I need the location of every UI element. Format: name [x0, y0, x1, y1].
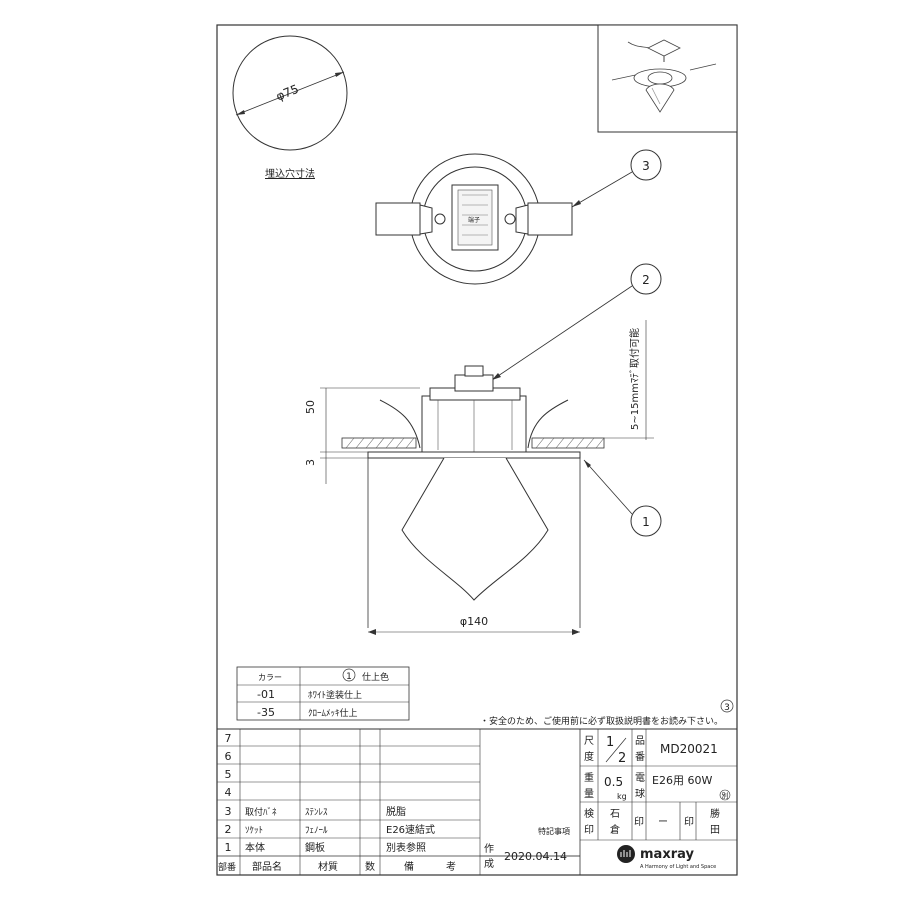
color-code: -35: [257, 706, 275, 719]
part-material: ｽﾃﾝﾚｽ: [305, 807, 328, 818]
svg-text:2: 2: [642, 273, 650, 287]
svg-text:3: 3: [225, 805, 232, 818]
callout-2: 2: [491, 263, 662, 381]
title-block: 特記事項 尺 度 1 2 品 番 MD20021 重 量 0.5 kg 電 球 …: [480, 729, 737, 875]
svg-text:田: 田: [710, 825, 720, 836]
lamp-value: E26用 60W: [652, 774, 712, 787]
svg-text:度: 度: [584, 750, 594, 763]
svg-text:印: 印: [684, 816, 694, 828]
svg-text:3: 3: [724, 703, 730, 713]
width-dimension: φ140: [460, 615, 488, 628]
svg-text:石: 石: [610, 809, 620, 820]
svg-text:部品名: 部品名: [252, 860, 282, 873]
svg-text:印: 印: [584, 824, 594, 836]
note-text: ・安全のため、ご使用前に必ず取扱説明書をお読み下さい。: [480, 715, 723, 727]
svg-text:1: 1: [346, 672, 352, 682]
svg-text:作: 作: [484, 843, 494, 855]
svg-text:尺: 尺: [584, 735, 594, 747]
color-code: -01: [257, 688, 275, 701]
svg-text:検: 検: [584, 807, 594, 820]
cutout-view: φ75 埋込穴寸法: [232, 35, 348, 180]
svg-text:成: 成: [484, 858, 494, 870]
color-finish: ﾎﾜｲﾄ塗装仕上: [308, 689, 362, 701]
color-finish: ｸﾛｰﾑﾒｯｷ仕上: [308, 707, 358, 719]
svg-text:品: 品: [635, 735, 645, 747]
side-view: 50 3 5~15mmﾏﾃﾞ取付可能 φ140: [304, 320, 654, 635]
maxray-logo: maxray A Harmony of Light and Space: [617, 845, 716, 870]
safety-note: 3 ・安全のため、ご使用前に必ず取扱説明書をお読み下さい。: [480, 699, 734, 727]
svg-text:kg: kg: [617, 792, 627, 801]
svg-text:備: 備: [404, 860, 414, 873]
svg-text:3: 3: [642, 159, 650, 173]
scale-denominator: 2: [618, 751, 626, 766]
part-material: ﾌｪﾉｰﾙ: [305, 826, 328, 836]
svg-text:別: 別: [722, 791, 729, 800]
drawing-date: 2020.04.14: [504, 850, 567, 863]
svg-text:1: 1: [642, 515, 650, 529]
callout-1: 1: [583, 459, 662, 537]
special-notes-label: 特記事項: [538, 826, 570, 836]
top-view: 端子: [375, 153, 573, 285]
svg-text:番: 番: [635, 751, 645, 763]
part-remarks: 脱脂: [386, 805, 406, 818]
weight-value: 0.5: [604, 775, 623, 789]
svg-text:4: 4: [225, 786, 232, 799]
cutout-label: 埋込穴寸法: [265, 167, 315, 180]
cutout-diameter-label: φ75: [274, 82, 301, 104]
svg-text:球: 球: [635, 787, 645, 800]
part-name: 本体: [245, 841, 265, 854]
svg-text:量: 量: [584, 788, 594, 800]
svg-text:印: 印: [634, 816, 644, 828]
offset-dimension: 3: [304, 459, 317, 466]
scale-numerator: 1: [606, 735, 614, 750]
brand-name: maxray: [640, 847, 694, 862]
svg-text:倉: 倉: [610, 823, 620, 836]
svg-text:7: 7: [225, 732, 232, 745]
height-dimension: 50: [304, 400, 317, 414]
svg-text:1: 1: [225, 841, 232, 854]
brand-tagline: A Harmony of Light and Space: [640, 864, 716, 870]
part-number: MD20021: [660, 742, 718, 756]
part-remarks: 別表参照: [386, 841, 426, 854]
terminal-label: 端子: [468, 216, 480, 224]
svg-text:5: 5: [225, 768, 232, 781]
svg-text:電: 電: [635, 772, 645, 784]
svg-text:材質: 材質: [318, 860, 338, 873]
part-name: ｿｹｯﾄ: [245, 825, 263, 836]
perspective-view: [597, 24, 738, 133]
svg-text:勝: 勝: [710, 807, 720, 820]
color-table: カラー 1 仕上色 -01 ﾎﾜｲﾄ塗装仕上 -35 ｸﾛｰﾑﾒｯｷ仕上: [236, 666, 410, 721]
svg-text:考: 考: [446, 861, 456, 873]
sheet-border: [216, 24, 738, 876]
svg-text:2: 2: [225, 823, 232, 836]
part-name: 取付ﾊﾞﾈ: [245, 807, 277, 818]
callout-3: 3: [571, 149, 662, 208]
part-remarks: E26速結式: [386, 823, 435, 836]
part-material: 鋼板: [305, 841, 325, 854]
svg-text:6: 6: [225, 750, 232, 763]
color-table-header-left: カラー: [258, 673, 282, 682]
svg-text:部番: 部番: [218, 861, 236, 873]
ceiling-dimension: 5~15mmﾏﾃﾞ取付可能: [628, 328, 641, 430]
svg-text:数: 数: [365, 860, 375, 873]
svg-text:重: 重: [584, 771, 594, 784]
color-table-header-right: 仕上色: [362, 671, 389, 683]
svg-text:ー: ー: [658, 817, 668, 828]
